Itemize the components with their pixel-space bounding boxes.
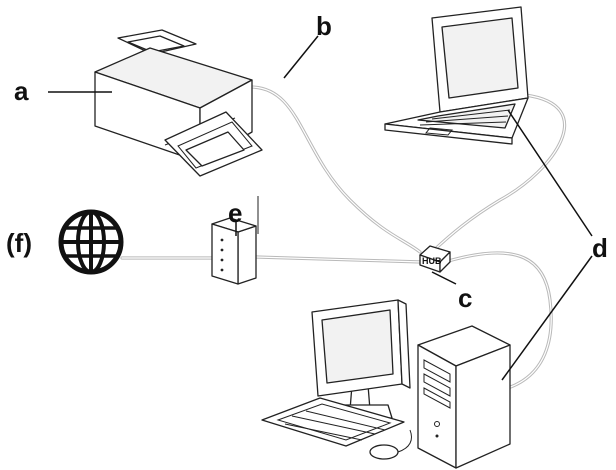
leader-c bbox=[431, 271, 457, 285]
label-a: a bbox=[14, 76, 29, 106]
labels: a b c d e (f) bbox=[6, 11, 608, 313]
cable-laptop-hub bbox=[430, 93, 567, 254]
mouse bbox=[369, 444, 399, 460]
label-b: b bbox=[316, 11, 332, 41]
cable-desktop-hub bbox=[443, 251, 553, 390]
leader-lines bbox=[48, 35, 593, 381]
globe-icon bbox=[58, 209, 124, 275]
router bbox=[211, 196, 259, 285]
label-e: e bbox=[228, 198, 242, 228]
leader-d-desktop bbox=[501, 255, 593, 381]
label-c: c bbox=[458, 283, 472, 313]
leader-d-laptop bbox=[507, 109, 593, 237]
laptop bbox=[384, 6, 529, 145]
leader-b bbox=[283, 35, 319, 79]
router-led bbox=[220, 258, 224, 262]
cables bbox=[120, 85, 567, 390]
desktop-computer bbox=[261, 299, 511, 469]
label-f: (f) bbox=[6, 228, 32, 258]
router-led bbox=[220, 238, 224, 242]
router-led bbox=[220, 248, 224, 252]
hub: HUB bbox=[419, 245, 451, 273]
router-led bbox=[220, 268, 224, 272]
hub-label-text: HUB bbox=[422, 256, 442, 266]
cable-router-hub bbox=[254, 255, 424, 264]
cable-printer-hub bbox=[246, 85, 422, 254]
label-d: d bbox=[592, 233, 608, 263]
printer bbox=[94, 29, 263, 177]
